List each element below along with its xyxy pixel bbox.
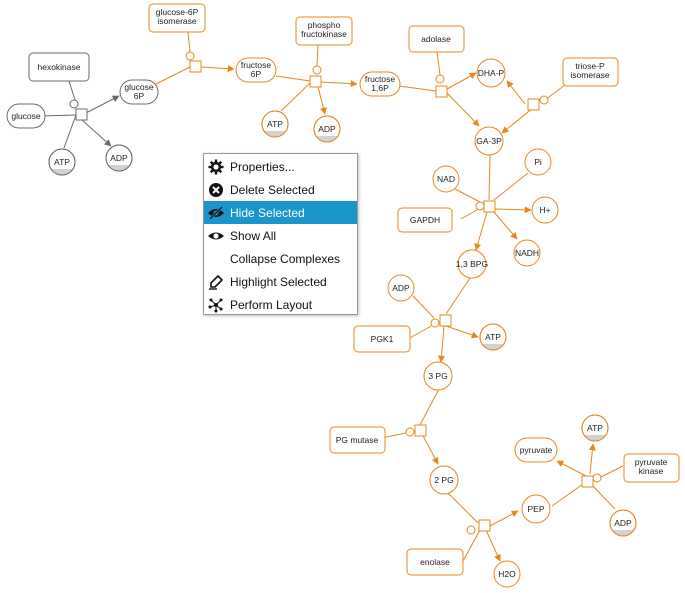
node-pg-mutase[interactable]: PG mutase: [329, 426, 386, 454]
gear-icon: [207, 158, 225, 176]
node-h2o[interactable]: H2O: [493, 560, 521, 588]
svg-text:1,3 BPG: 1,3 BPG: [456, 259, 488, 269]
edges-glycolysis: [155, 31, 624, 562]
menu-item-label: Hide Selected: [230, 205, 305, 220]
node-atp-1[interactable]: ATP: [48, 148, 76, 177]
node-pgk1[interactable]: PGK1: [353, 325, 411, 353]
svg-text:hexokinase: hexokinase: [37, 62, 80, 72]
svg-text:3 PG: 3 PG: [428, 371, 447, 381]
menu-item-label: Collapse Complexes: [230, 251, 341, 266]
menu-item-label: Perform Layout: [230, 297, 313, 312]
eye-icon: [207, 227, 225, 245]
svg-text:adolase: adolase: [421, 34, 451, 44]
svg-text:GA-3P: GA-3P: [476, 136, 502, 146]
node-atp-2[interactable]: ATP: [261, 110, 289, 139]
svg-text:2 PG: 2 PG: [434, 475, 453, 485]
highlighter-icon: [207, 273, 225, 291]
node-2-pg[interactable]: 2 PG: [429, 465, 459, 495]
node-pep[interactable]: PEP: [521, 494, 551, 524]
node-pyruvate[interactable]: pyruvate: [514, 437, 558, 463]
svg-text:Pi: Pi: [534, 157, 542, 167]
menu-item-label: Highlight Selected: [230, 274, 327, 289]
svg-text:GAPDH: GAPDH: [410, 215, 440, 225]
process-glyphs: [69, 51, 602, 535]
node-adp-3[interactable]: ADP: [387, 274, 415, 302]
node-glucose[interactable]: glucose: [6, 103, 46, 129]
node-nadh[interactable]: NADH: [513, 239, 541, 267]
layout-icon: [207, 296, 225, 314]
svg-text:PG mutase: PG mutase: [336, 435, 379, 445]
node-nad[interactable]: NAD: [432, 165, 460, 193]
node-atp-4[interactable]: ATP: [581, 414, 609, 443]
node-3-pg[interactable]: 3 PG: [423, 361, 453, 391]
menu-item-perform-layout[interactable]: Perform Layout: [204, 293, 357, 316]
menu-item-highlight-selected[interactable]: Highlight Selected: [204, 270, 357, 293]
node-h-plus[interactable]: H+: [531, 196, 559, 224]
svg-text:ATP: ATP: [267, 119, 283, 129]
node-hexokinase[interactable]: hexokinase: [28, 52, 90, 82]
node-gapdh[interactable]: GAPDH: [397, 207, 453, 233]
svg-text:enolase: enolase: [420, 557, 450, 567]
svg-text:ATP: ATP: [54, 157, 70, 167]
menu-item-label: Show All: [230, 228, 277, 243]
node-adolase[interactable]: adolase: [408, 25, 465, 53]
svg-text:H2O: H2O: [498, 569, 516, 579]
svg-text:H+: H+: [539, 205, 550, 215]
svg-text:ATP: ATP: [485, 332, 501, 342]
menu-item-label: Properties...: [230, 159, 295, 174]
delete-icon: [207, 181, 225, 199]
node-adp-4[interactable]: ADP: [609, 509, 637, 538]
svg-text:PEP: PEP: [527, 504, 544, 514]
menu-item-label: Delete Selected: [230, 182, 315, 197]
svg-text:PGK1: PGK1: [371, 334, 394, 344]
edges-hexokinase: [39, 80, 120, 149]
context-menu: Properties... Delete Selected Hide Selec…: [203, 153, 358, 315]
menu-item-collapse-complexes[interactable]: Collapse Complexes: [204, 247, 357, 270]
svg-text:NADH: NADH: [515, 248, 539, 258]
menu-item-delete-selected[interactable]: Delete Selected: [204, 178, 357, 201]
menu-item-properties[interactable]: Properties...: [204, 155, 357, 178]
menu-item-hide-selected[interactable]: Hide Selected: [204, 201, 357, 224]
menu-item-show-all[interactable]: Show All: [204, 224, 357, 247]
svg-text:pyruvate: pyruvate: [520, 445, 553, 455]
svg-text:DHA-P: DHA-P: [478, 68, 505, 78]
svg-text:ADP: ADP: [318, 124, 336, 134]
svg-text:glucose: glucose: [11, 111, 41, 121]
svg-text:ADP: ADP: [392, 283, 410, 293]
node-13-bpg[interactable]: 1,3 BPG: [456, 249, 488, 279]
node-enolase[interactable]: enolase: [406, 548, 464, 576]
svg-text:ADP: ADP: [614, 518, 632, 528]
svg-text:ATP: ATP: [587, 423, 603, 433]
svg-text:NAD: NAD: [437, 174, 455, 184]
node-dha-p[interactable]: DHA-P: [476, 58, 506, 88]
node-adp-2[interactable]: ADP: [313, 115, 341, 144]
svg-text:ADP: ADP: [110, 153, 128, 163]
node-adp-1[interactable]: ADP: [105, 144, 133, 173]
node-atp-3[interactable]: ATP: [479, 323, 507, 352]
eye-slash-icon: [207, 204, 225, 222]
node-pi[interactable]: Pi: [524, 148, 552, 176]
node-ga-3p[interactable]: GA-3P: [474, 126, 504, 156]
